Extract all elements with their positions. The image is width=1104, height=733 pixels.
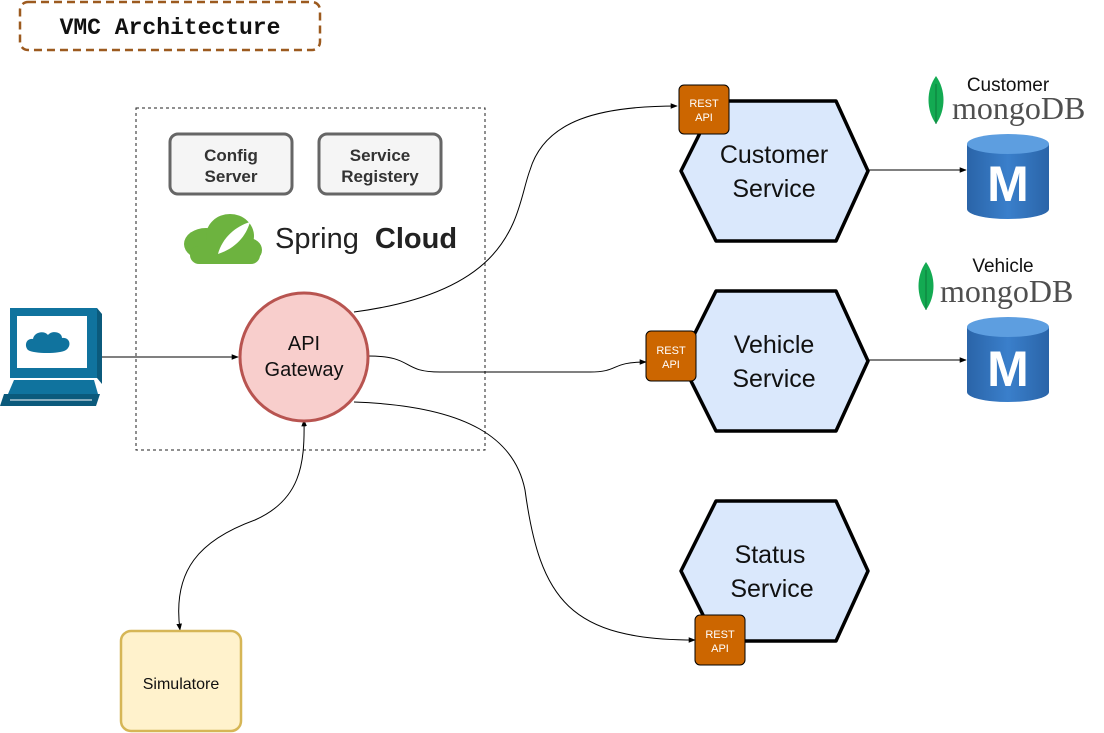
status-rest-api-badge: REST API [694,614,746,666]
config-server-label-2: Server [205,167,258,186]
spring-cloud-logo: Spring Cloud [184,214,457,264]
customer-mongodb-logo: Customer mongoDB [928,75,1085,126]
vehicle-mongodb-brand: mongoDB [940,273,1073,309]
status-service-label-1: Status [735,541,806,569]
service-registry-label-1: Service [350,146,411,165]
gateway-to-status-edge [353,401,696,643]
customer-service-node[interactable]: Customer Service [679,99,870,243]
simulator-node[interactable]: Simulatore [119,629,243,733]
gateway-label-1: API [288,333,320,355]
customer-database-cylinder-icon: M [967,134,1049,219]
cloud-brand-text: Cloud [375,223,457,255]
customer-mongodb-brand: mongoDB [952,90,1085,126]
vehicle-service-label-1: Vehicle [734,331,815,359]
status-service-node[interactable]: Status Service [679,499,870,643]
svg-text:Spring Cloud: Spring Cloud [275,223,457,255]
svg-text:API: API [711,643,729,655]
svg-text:REST: REST [656,345,686,357]
spring-leaf-icon [184,214,262,264]
vehicle-db-glyph: M [987,341,1029,397]
customer-db-label: Customer [967,75,1050,96]
config-server-box[interactable]: Config Server [168,132,294,196]
service-registry-label-2: Registery [341,167,419,186]
svg-text:REST: REST [705,629,735,641]
spring-brand-text: Spring [275,223,359,255]
customer-db-glyph: M [987,156,1029,212]
vehicle-database-cylinder-icon: M [967,317,1049,402]
simulator-label: Simulatore [143,676,220,693]
gateway-label-2: Gateway [265,359,344,381]
customer-service-label-1: Customer [720,141,828,169]
vehicle-service-label-2: Service [732,365,815,393]
vehicle-mongodb-logo: Vehicle mongoDB [918,256,1073,310]
api-gateway-node[interactable]: API Gateway [238,291,370,423]
vehicle-db-label: Vehicle [972,256,1033,277]
customer-rest-api-badge: REST API [678,84,730,135]
gateway-to-vehicle-edge [367,355,647,373]
diagram-title: VMC Architecture [60,15,281,41]
gateway-to-customer-edge [353,103,678,313]
computer-client-icon [0,308,102,406]
customer-service-label-2: Service [732,175,815,203]
service-registry-box[interactable]: Service Registery [317,132,443,196]
status-service-label-2: Service [730,575,813,603]
connectors [102,103,967,643]
title-box: VMC Architecture [18,0,322,52]
svg-text:REST: REST [689,98,719,110]
svg-text:API: API [695,112,713,124]
config-server-label-1: Config [204,146,258,165]
svg-text:API: API [662,359,680,371]
spring-cloud-container [135,107,486,451]
simulator-to-gateway-edge [176,419,307,631]
vehicle-service-node[interactable]: Vehicle Service [679,289,870,433]
vehicle-rest-api-badge: REST API [645,330,697,382]
